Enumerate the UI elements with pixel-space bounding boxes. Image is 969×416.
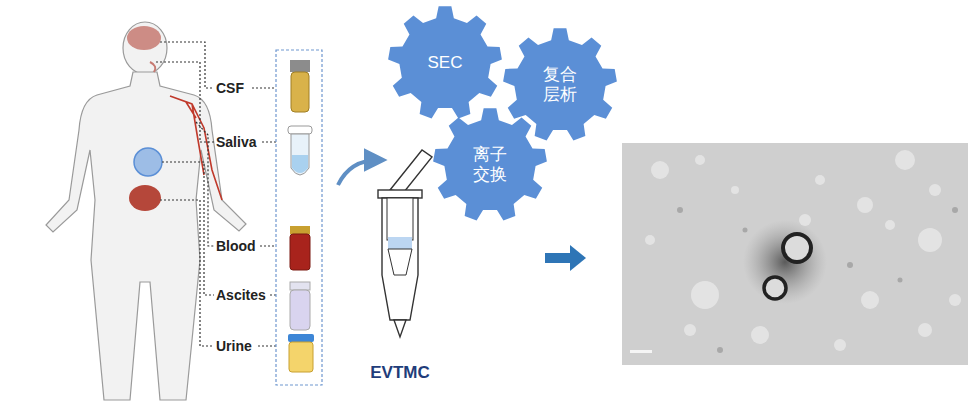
method-gear: 离子 交换	[433, 108, 547, 222]
product-name: EVTMC	[360, 363, 440, 383]
method-gear: SEC	[388, 6, 502, 120]
sample-label: Blood	[216, 237, 256, 255]
spin-column: EVTMC	[360, 145, 440, 383]
sample-label: Saliva	[216, 133, 256, 151]
method-label: 复合 层析	[537, 65, 583, 105]
sample-label: Ascites	[216, 286, 266, 304]
em-image	[622, 143, 968, 365]
sample-label: CSF	[216, 79, 244, 97]
leader-lines	[156, 42, 284, 346]
flow-arrow	[545, 245, 586, 271]
sample-label: Urine	[216, 337, 252, 355]
column-drawing	[378, 150, 432, 337]
method-label: SEC	[422, 53, 468, 73]
sample-tubes	[276, 50, 322, 385]
column-shape	[360, 145, 440, 383]
flow-arrow	[338, 160, 378, 185]
gear-outline	[433, 108, 547, 220]
method-label: 离子 交换	[467, 145, 513, 185]
gear-outline	[388, 6, 502, 118]
